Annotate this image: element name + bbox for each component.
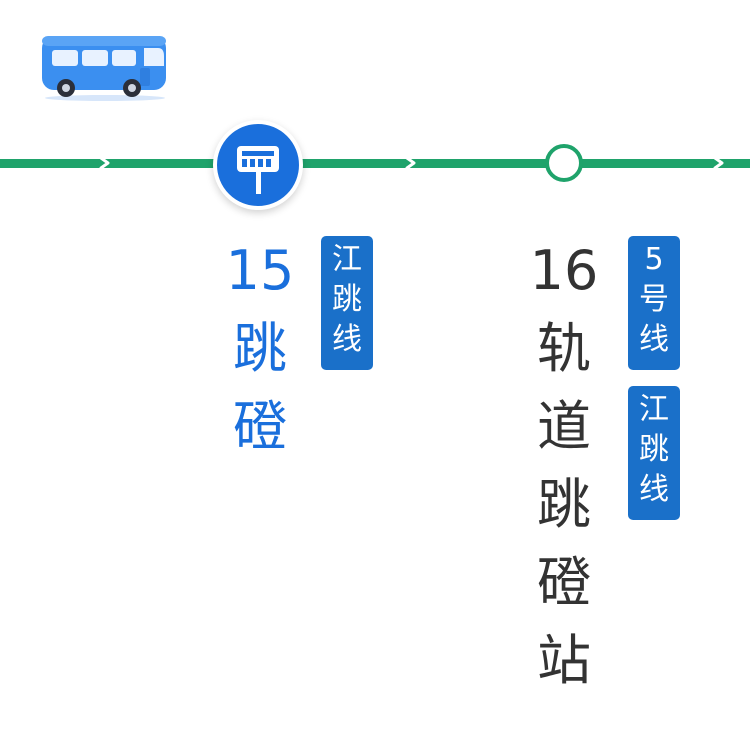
current-stop-name[interactable]: 15 跳 磴 xyxy=(225,239,295,458)
direction-arrow-icon xyxy=(404,155,418,171)
next-stop-marker[interactable] xyxy=(545,144,583,182)
next-stop-name[interactable]: 16 轨 道 跳 磴 站 xyxy=(529,239,599,692)
bus-stop-sign-icon xyxy=(237,146,279,194)
direction-arrow-icon xyxy=(98,155,112,171)
route-line xyxy=(0,159,750,168)
current-stop-marker[interactable] xyxy=(213,120,303,210)
line-badge[interactable]: 江 跳 线 xyxy=(628,386,680,520)
line-badge[interactable]: 江 跳 线 xyxy=(321,236,373,370)
bus-icon xyxy=(40,30,170,102)
line-badge[interactable]: 5 号 线 xyxy=(628,236,680,370)
direction-arrow-icon xyxy=(712,155,726,171)
